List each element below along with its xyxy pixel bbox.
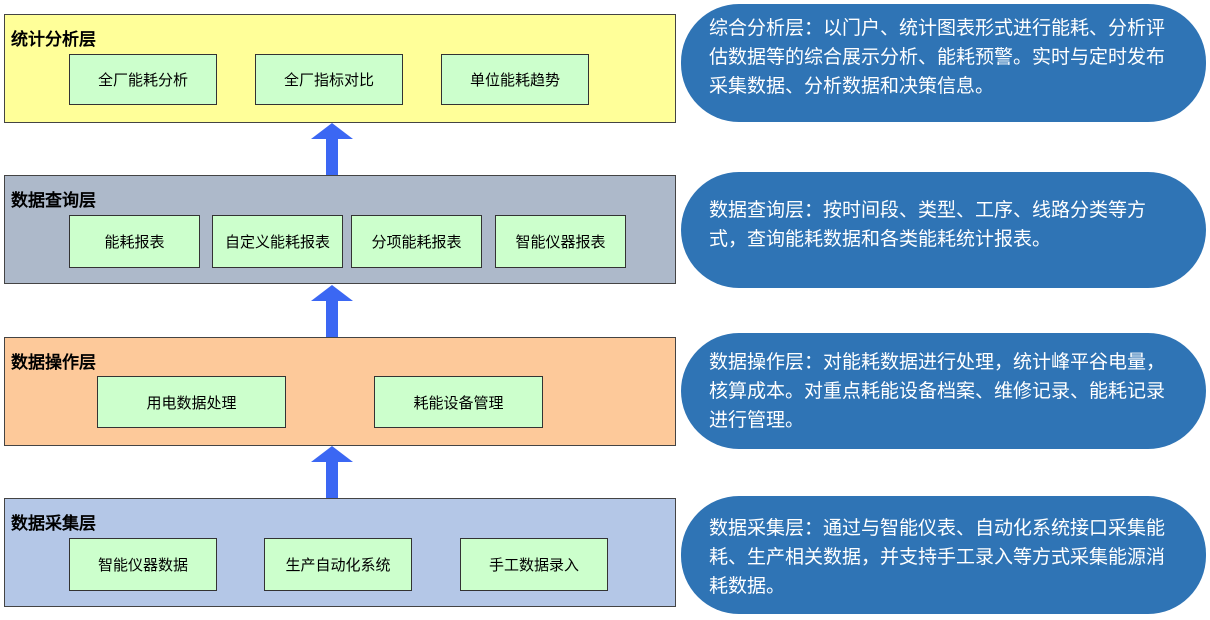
layer-data-operation: 数据操作层 用电数据处理 耗能设备管理: [4, 337, 676, 446]
layer-title: 数据采集层: [11, 514, 96, 534]
module-box: 用电数据处理: [97, 376, 286, 428]
module-box: 单位能耗趋势: [441, 54, 589, 105]
module-box: 全厂指标对比: [255, 54, 403, 105]
module-box: 能耗报表: [69, 215, 200, 268]
layer-data-query: 数据查询层 能耗报表 自定义能耗报表 分项能耗报表 智能仪器报表: [4, 175, 676, 284]
layer-statistical-analysis: 统计分析层 全厂能耗分析 全厂指标对比 单位能耗趋势: [4, 14, 676, 123]
layer-title: 数据操作层: [11, 353, 96, 373]
description-bubble: 数据操作层：对能耗数据进行处理，统计峰平谷电量，核算成本。对重点耗能设备档案、维…: [681, 333, 1206, 449]
module-box: 智能仪器数据: [69, 538, 217, 591]
module-box: 生产自动化系统: [264, 538, 412, 591]
module-box: 手工数据录入: [460, 538, 608, 591]
up-arrow-icon: [311, 123, 353, 175]
up-arrow-icon: [311, 446, 353, 498]
module-box: 分项能耗报表: [351, 215, 482, 268]
module-box: 智能仪器报表: [495, 215, 626, 268]
layer-data-collection: 数据采集层 智能仪器数据 生产自动化系统 手工数据录入: [4, 498, 676, 607]
module-box: 自定义能耗报表: [212, 215, 343, 268]
up-arrow-icon: [311, 285, 353, 337]
module-box: 耗能设备管理: [374, 376, 543, 428]
description-bubble: 综合分析层：以门户、统计图表形式进行能耗、分析评估数据等的综合展示分析、能耗预警…: [681, 4, 1206, 122]
description-bubble: 数据采集层：通过与智能仪表、自动化系统接口采集能耗、生产相关数据，并支持手工录入…: [681, 496, 1206, 614]
layer-title: 统计分析层: [11, 30, 96, 50]
layer-title: 数据查询层: [11, 191, 96, 211]
description-bubble: 数据查询层：按时间段、类型、工序、线路分类等方式，查询能耗数据和各类能耗统计报表…: [681, 172, 1206, 288]
module-box: 全厂能耗分析: [69, 54, 217, 105]
